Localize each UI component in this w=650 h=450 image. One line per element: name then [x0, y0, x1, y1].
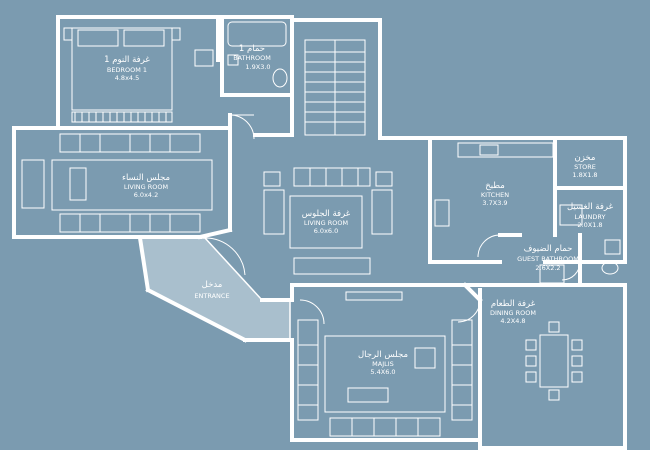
bathroom-dim-label: 1.9X3.0: [245, 63, 270, 71]
store-label: مخزن STORE 1.8X1.8: [572, 153, 597, 179]
majlis-ar-label: مجلس الرجال: [358, 350, 408, 360]
living-room-furniture: [263, 167, 393, 275]
bathroom-fixtures: [227, 21, 288, 88]
bedroom-en-label: BEDROOM 1: [107, 66, 147, 74]
kitchen-dim-label: 3.7X3.9: [482, 199, 507, 207]
entrance-ar-label: مدخل: [202, 280, 223, 290]
dining-ar-label: غرفة الطعام: [491, 299, 536, 309]
dining-furniture: [525, 321, 583, 401]
bathroom-en-label: BATHROOM: [233, 54, 271, 62]
entrance-label: مدخل ENTRANCE: [194, 280, 229, 300]
guest-bath-ar-label: حمام الضيوف: [524, 244, 573, 254]
kitchen-en-label: KITCHEN: [481, 191, 509, 199]
store-en-label: STORE: [574, 163, 596, 171]
living-en-label: LIVING ROOM: [304, 219, 348, 227]
guest-bath-en-label: GUEST BATHROOM: [517, 255, 579, 263]
entrance-en-label: ENTRANCE: [194, 292, 229, 300]
store-dim-label: 1.8X1.8: [572, 171, 597, 179]
kitchen-ar-label: مطبخ: [485, 181, 505, 191]
women-living-ar-label: مجلس النساء: [122, 173, 170, 183]
laundry-dim-label: 2.0X1.8: [577, 221, 602, 229]
dining-dim-label: 4.2X4.8: [500, 317, 525, 325]
women-living-furniture: [21, 133, 213, 233]
guest-bath-dim-label: 2.6X2.2: [535, 264, 560, 272]
living-ar-label: غرفة الجلوس: [302, 209, 351, 219]
bedroom-ar-label: غرفة النوم 1: [104, 55, 150, 65]
women-living-en-label: LIVING ROOM: [124, 183, 168, 191]
walls: [12, 15, 627, 450]
store-ar-label: مخزن: [575, 153, 596, 163]
bedroom-dim-label: 4.8x4.5: [115, 74, 140, 82]
laundry-label: غرفة الغسيل LAUNDRY 2.0X1.8: [567, 202, 614, 229]
bedroom-label: غرفة النوم 1 BEDROOM 1 4.8x4.5: [104, 55, 150, 82]
stairs: [304, 39, 366, 136]
majlis-label: مجلس الرجال MAJLIS 5.4X6.0: [358, 350, 408, 376]
living-label: غرفة الجلوس LIVING ROOM 6.0x6.0: [302, 209, 351, 235]
majlis-en-label: MAJLIS: [372, 360, 394, 368]
kitchen-label: مطبخ KITCHEN 3.7X3.9: [481, 181, 509, 207]
majlis-furniture: [297, 291, 473, 437]
guest-bath-label: حمام الضيوف GUEST BATHROOM 2.6X2.2: [517, 244, 579, 272]
bedroom-furniture: [63, 27, 214, 123]
women-living-dim-label: 6.0x4.2: [134, 191, 159, 199]
doors: [204, 114, 581, 325]
living-dim-label: 6.0x6.0: [314, 227, 339, 235]
laundry-ar-label: غرفة الغسيل: [567, 202, 614, 212]
women-living-label: مجلس النساء LIVING ROOM 6.0x4.2: [122, 173, 170, 199]
bathroom-ar-label: حمام 1: [239, 44, 265, 54]
dining-en-label: DINING ROOM: [490, 309, 536, 317]
dining-label: غرفة الطعام DINING ROOM 4.2X4.8: [490, 299, 536, 325]
majlis-dim-label: 5.4X6.0: [370, 368, 395, 376]
bathroom-label: حمام 1 BATHROOM 1.9X3.0: [233, 44, 271, 71]
kitchen-fixtures: [434, 142, 621, 284]
laundry-en-label: LAUNDRY: [575, 213, 606, 221]
